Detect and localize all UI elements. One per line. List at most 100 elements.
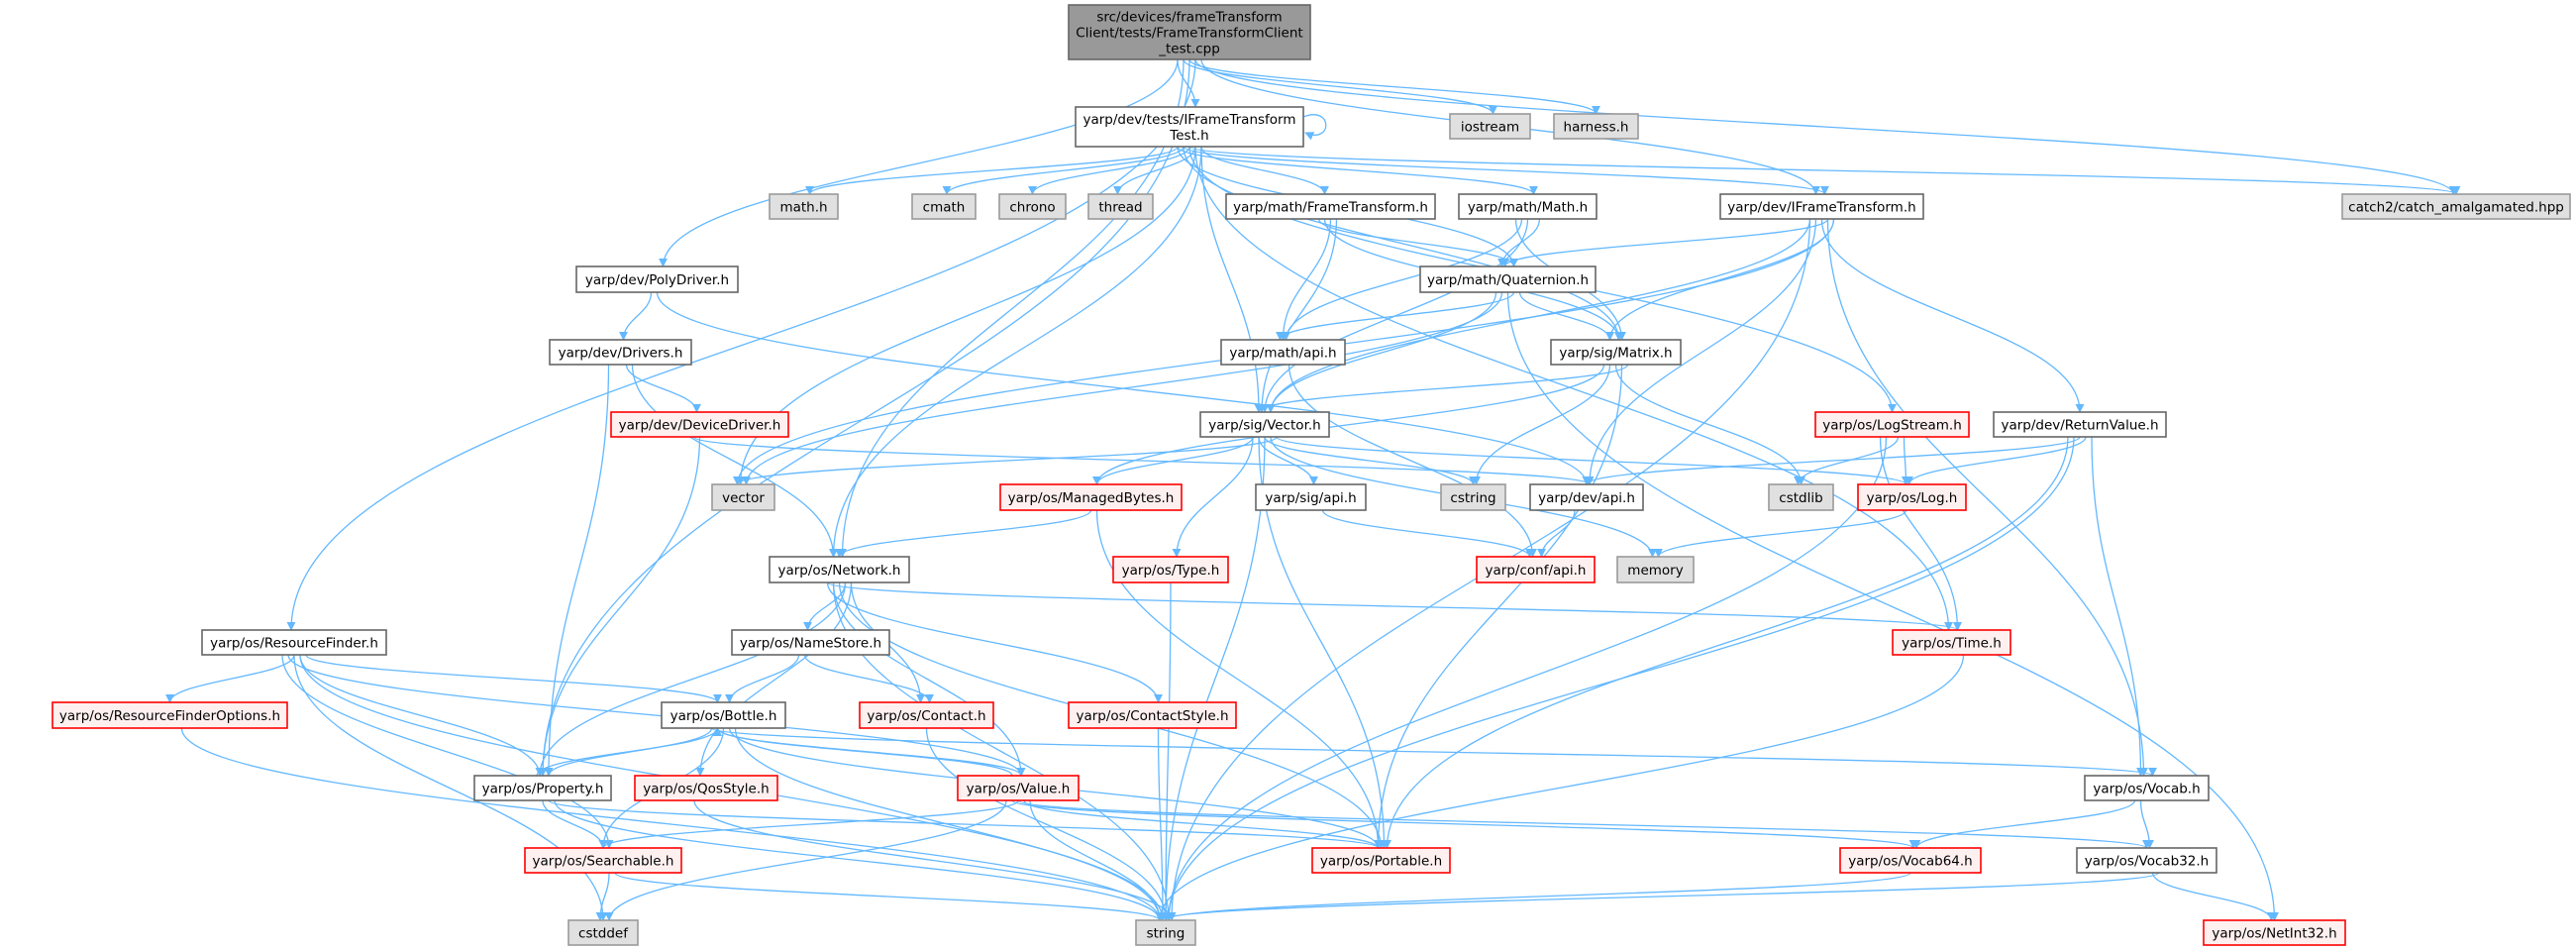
- node-box: [1135, 919, 1196, 946]
- node-matrix[interactable]: yarp/sig/Matrix.h: [1550, 339, 1682, 366]
- node-qos[interactable]: yarp/os/QosStyle.h: [634, 775, 778, 801]
- node-searchable[interactable]: yarp/os/Searchable.h: [524, 847, 682, 874]
- node-label: yarp/dev/Drivers.h: [559, 346, 683, 362]
- edge-vocab-to-vocab32: [2139, 799, 2154, 849]
- node-logstream[interactable]: yarp/os/LogStream.h: [1814, 411, 1970, 438]
- edge-quat-to-matrix: [1518, 291, 1614, 341]
- node-box: [2084, 775, 2210, 801]
- node-box: [2076, 847, 2217, 874]
- node-box: [1616, 556, 1695, 583]
- node-label: src/devices/frameTransform: [1096, 10, 1282, 26]
- node-cmath[interactable]: cmath: [911, 193, 977, 220]
- node-catch2[interactable]: catch2/catch_amalgamated.hpp: [2341, 193, 2571, 220]
- edge-contact-to-string: [925, 727, 1171, 921]
- node-label: math.h: [779, 200, 827, 216]
- node-label: yarp/os/Value.h: [967, 782, 1071, 797]
- node-label: yarp/os/NetInt32.h: [2212, 926, 2336, 942]
- edge-iftt-to-sigvec: [1200, 146, 1264, 413]
- node-rfo[interactable]: yarp/os/ResourceFinderOptions.h: [52, 701, 288, 729]
- node-label: yarp/dev/PolyDriver.h: [585, 272, 729, 288]
- edge-iftt-to-time: [1194, 146, 1953, 631]
- node-thread[interactable]: thread: [1087, 193, 1154, 220]
- edge-iftt-to-math: [1177, 146, 1538, 195]
- node-iostream[interactable]: iostream: [1449, 113, 1531, 140]
- node-label: yarp/os/Contact.h: [867, 708, 985, 724]
- node-property[interactable]: yarp/os/Property.h: [473, 775, 612, 801]
- edge-value-to-bottle: [713, 727, 1013, 777]
- edge-math-to-mapi: [1282, 218, 1523, 341]
- node-vector[interactable]: vector: [711, 483, 775, 511]
- edge-iftt-to-thread: [1113, 146, 1196, 195]
- node-box: [1550, 339, 1682, 366]
- node-retval[interactable]: yarp/dev/ReturnValue.h: [1993, 411, 2167, 438]
- edge-logstream-to-time: [1879, 436, 1962, 631]
- node-vocab32[interactable]: yarp/os/Vocab32.h: [2076, 847, 2217, 874]
- node-drivers[interactable]: yarp/dev/Drivers.h: [549, 339, 692, 366]
- node-resfinder[interactable]: yarp/os/ResourceFinder.h: [201, 629, 387, 656]
- node-managed[interactable]: yarp/os/ManagedBytes.h: [999, 483, 1183, 511]
- edge-property-to-searchable: [542, 799, 608, 849]
- edge-network-to-qos: [695, 581, 853, 777]
- node-cstddef[interactable]: cstddef: [567, 919, 639, 946]
- node-cstdlib[interactable]: cstdlib: [1768, 483, 1834, 511]
- edge-root-to-property: [538, 58, 1190, 777]
- node-sigvec[interactable]: yarp/sig/Vector.h: [1199, 411, 1330, 438]
- node-devapi[interactable]: yarp/dev/api.h: [1529, 483, 1644, 511]
- node-harness[interactable]: harness.h: [1553, 113, 1639, 140]
- edge-iftt-to-network: [829, 146, 1202, 558]
- edge-layer: [165, 58, 2461, 921]
- node-namestore[interactable]: yarp/os/NameStore.h: [731, 629, 890, 656]
- edge-sigvec-to-managed: [1092, 436, 1254, 485]
- edge-value-to-searchable: [598, 799, 1019, 849]
- node-label: yarp/os/ResourceFinder.h: [210, 636, 378, 652]
- node-label: yarp/math/FrameTransform.h: [1233, 200, 1428, 216]
- node-time[interactable]: yarp/os/Time.h: [1892, 629, 2011, 656]
- node-confapi[interactable]: yarp/conf/api.h: [1476, 556, 1596, 583]
- node-value[interactable]: yarp/os/Value.h: [957, 775, 1080, 801]
- node-cstring[interactable]: cstring: [1440, 483, 1506, 511]
- node-vocab[interactable]: yarp/os/Vocab.h: [2084, 775, 2210, 801]
- node-label: yarp/sig/Matrix.h: [1559, 346, 1672, 362]
- edge-namestore-to-bottle: [725, 654, 800, 703]
- node-label: memory: [1627, 563, 1683, 579]
- node-sigapi[interactable]: yarp/sig/api.h: [1255, 483, 1367, 511]
- node-ft[interactable]: yarp/math/FrameTransform.h: [1225, 193, 1436, 220]
- edge-vocab-to-vocab64: [1911, 799, 2136, 849]
- node-box: [549, 339, 692, 366]
- node-ift[interactable]: yarp/dev/IFrameTransform.h: [1719, 193, 1924, 220]
- node-box: [1199, 411, 1330, 438]
- node-netint32[interactable]: yarp/os/NetInt32.h: [2203, 919, 2346, 946]
- node-type[interactable]: yarp/os/Type.h: [1112, 556, 1229, 583]
- node-chrono[interactable]: chrono: [998, 193, 1067, 220]
- edge-iftt-to-mathh: [805, 146, 1179, 195]
- node-string[interactable]: string: [1135, 919, 1196, 946]
- edge-sigvec-to-string: [1161, 436, 1266, 921]
- node-bottle[interactable]: yarp/os/Bottle.h: [661, 701, 786, 729]
- node-math[interactable]: yarp/math/Math.h: [1458, 193, 1597, 220]
- node-mapi[interactable]: yarp/math/api.h: [1220, 339, 1346, 366]
- node-box: [1255, 483, 1367, 511]
- node-poly[interactable]: yarp/dev/PolyDriver.h: [575, 265, 739, 293]
- node-vocab64[interactable]: yarp/os/Vocab64.h: [1839, 847, 1982, 874]
- node-label: yarp/conf/api.h: [1486, 563, 1587, 579]
- node-contact[interactable]: yarp/os/Contact.h: [859, 701, 994, 729]
- node-mathh[interactable]: math.h: [769, 193, 839, 220]
- node-label: yarp/os/Property.h: [482, 782, 604, 797]
- node-label: yarp/dev/DeviceDriver.h: [619, 418, 781, 434]
- node-devdrv[interactable]: yarp/dev/DeviceDriver.h: [610, 411, 789, 438]
- node-box: [1857, 483, 1967, 511]
- node-root[interactable]: src/devices/frameTransformClient/tests/F…: [1068, 4, 1311, 60]
- edge-retval-to-log: [1905, 436, 2087, 485]
- node-portable[interactable]: yarp/os/Portable.h: [1311, 847, 1451, 874]
- edge-value-to-vocab32: [1017, 799, 2151, 849]
- node-contactstyle[interactable]: yarp/os/ContactStyle.h: [1068, 701, 1237, 729]
- node-memory[interactable]: memory: [1616, 556, 1695, 583]
- node-box: [567, 919, 639, 946]
- edge-value-to-string: [1029, 799, 1165, 921]
- node-network[interactable]: yarp/os/Network.h: [769, 556, 910, 583]
- node-log[interactable]: yarp/os/Log.h: [1857, 483, 1967, 511]
- node-quat[interactable]: yarp/math/Quaternion.h: [1419, 265, 1597, 293]
- edge-retval-to-portable: [1383, 436, 2069, 849]
- node-label: cstdlib: [1779, 490, 1822, 506]
